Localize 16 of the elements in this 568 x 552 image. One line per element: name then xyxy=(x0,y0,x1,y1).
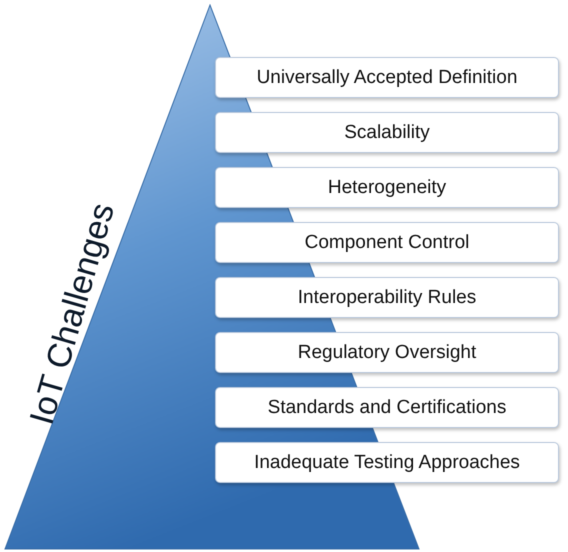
box-label: Scalability xyxy=(344,122,430,144)
challenge-box xyxy=(215,167,559,208)
challenge-box xyxy=(215,332,559,373)
box-label: Regulatory Oversight xyxy=(298,342,476,364)
box-label: Heterogeneity xyxy=(328,176,446,198)
box-label: Interoperability Rules xyxy=(298,286,476,308)
challenge-box xyxy=(215,57,559,98)
box-label: Component Control xyxy=(304,232,470,254)
challenge-box xyxy=(215,387,559,428)
box-label: Universally Accepted Definition xyxy=(256,66,518,88)
box-label: Standards and Certifications xyxy=(268,396,506,418)
box-label: Inadequate Testing Approaches xyxy=(254,452,520,474)
challenge-box xyxy=(215,442,559,483)
challenge-box xyxy=(215,222,559,263)
challenge-box xyxy=(215,112,559,153)
challenge-box xyxy=(215,277,559,318)
